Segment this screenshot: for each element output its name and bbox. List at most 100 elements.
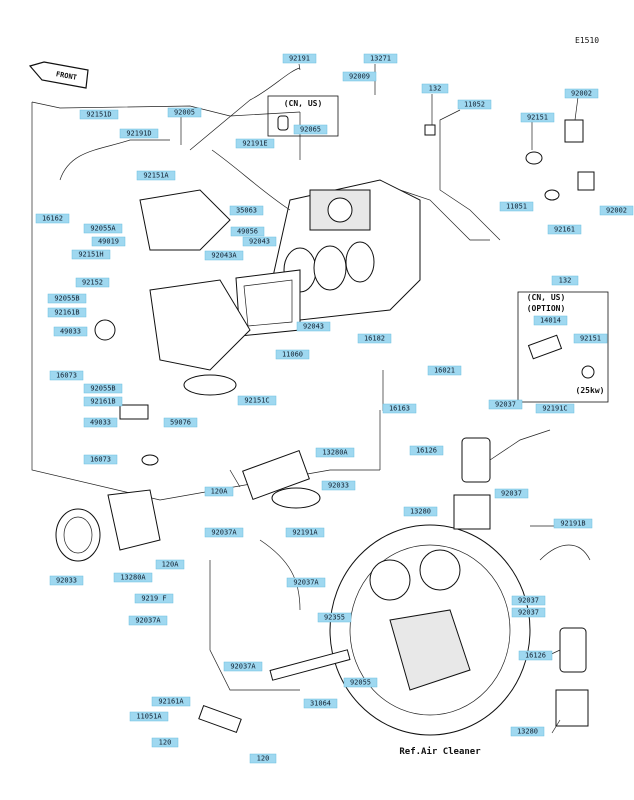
part-label-11052: 11052 [457, 99, 492, 110]
part-label-13280A_top: 13280A [315, 447, 355, 458]
part-label-text: 92055A [90, 225, 116, 233]
part-label-13280a: 13280 [403, 506, 438, 517]
part-label-92151b: 92151 [573, 333, 608, 344]
part-label-120b: 120 [249, 753, 277, 764]
part-label-text: 11052 [464, 101, 485, 109]
part-label-16073a: 16073 [49, 370, 84, 381]
part-label-text: 92037A [230, 663, 256, 671]
part-label-16021: 16021 [427, 365, 462, 376]
svg-text:(25kw): (25kw) [576, 386, 605, 395]
part-label-text: 9219 F [141, 595, 166, 603]
part-label-text: 16073 [56, 372, 77, 380]
part-label-92037a: 92037 [488, 399, 523, 410]
part-label-49019: 49019 [91, 236, 126, 247]
part-label-92151C: 92151C [237, 395, 277, 406]
part-label-text: 13280A [120, 574, 146, 582]
part-label-92151H: 92151H [71, 249, 111, 260]
part-label-text: 49033 [90, 419, 111, 427]
part-label-92191D: 92191D [119, 128, 159, 139]
part-label-13280b: 13280 [510, 726, 545, 737]
part-label-text: 92161 [554, 226, 575, 234]
svg-text:(OPTION): (OPTION) [527, 304, 566, 313]
part-label-92037d: 92037 [511, 607, 546, 618]
part-label-35063: 35063 [229, 205, 264, 216]
part-label-92037Ab: 92037A [128, 615, 168, 626]
cn-us-box: (CN, US) [267, 95, 339, 137]
part-label-92005: 92005 [167, 107, 202, 118]
part-label-text: 92037A [211, 529, 237, 537]
part-label-text: 92043A [211, 252, 237, 260]
ref-air-cleaner: Ref.Air Cleaner [399, 746, 481, 757]
part-label-92161: 92161 [547, 224, 582, 235]
part-label-text: 92009 [349, 73, 370, 81]
part-label-92355: 92355 [317, 612, 352, 623]
part-label-49056: 49056 [230, 226, 265, 237]
front-arrow-icon: FRONT [28, 61, 89, 89]
part-label-92002b: 92002 [599, 205, 634, 216]
part-label-92161Bb: 92161B [83, 396, 123, 407]
part-label-92002a: 92002 [564, 88, 599, 99]
diagram-code: E1510 [575, 36, 599, 45]
part-label-text: 92191 [289, 55, 310, 63]
part-label-text: 92055 [350, 679, 371, 687]
part-label-14014: 14014 [533, 315, 568, 326]
part-label-120Ab: 120A [155, 559, 185, 570]
part-label-text: 49056 [237, 228, 258, 236]
part-label-text: 16126 [416, 447, 437, 455]
part-label-text: 92002 [606, 207, 627, 215]
part-label-92055A: 92055A [83, 223, 123, 234]
part-label-92065: 92065 [293, 124, 328, 135]
part-label-text: 59076 [170, 419, 191, 427]
part-label-text: 92151 [580, 335, 601, 343]
part-label-92055: 92055 [343, 677, 378, 688]
part-label-text: 92037A [293, 579, 319, 587]
part-label-text: 49019 [98, 238, 119, 246]
part-label-92161B: 92161B [47, 307, 87, 318]
part-label-92191A: 92191A [285, 527, 325, 538]
part-label-132b: 132 [551, 275, 579, 286]
right-fasteners [424, 119, 595, 201]
part-label-text: 13280A [322, 449, 348, 457]
part-label-120a: 120 [151, 737, 179, 748]
part-label-92037Ac: 92037A [286, 577, 326, 588]
part-label-92191: 92191 [282, 53, 317, 64]
part-label-text: 92151A [143, 172, 169, 180]
part-label-text: 92191E [242, 140, 267, 148]
part-label-text: 92161B [54, 309, 79, 317]
hoses [59, 67, 501, 241]
part-label-text: 92151D [86, 111, 111, 119]
air-cleaner: Ref.Air Cleaner [329, 524, 531, 757]
part-label-text: 16162 [42, 215, 63, 223]
part-label-text: 11051 [506, 203, 527, 211]
part-label-text: 13280 [410, 508, 431, 516]
part-label-text: 92043 [249, 238, 270, 246]
part-label-text: 92037 [518, 597, 539, 605]
part-label-text: 92191C [542, 405, 567, 413]
part-label-92191B: 92191B [553, 518, 593, 529]
part-label-13271: 13271 [363, 53, 398, 64]
part-label-text: 14014 [540, 317, 561, 325]
part-label-text: 92191A [292, 529, 318, 537]
part-label-16163: 16163 [382, 403, 417, 414]
part-label-text: 16163 [389, 405, 410, 413]
cn-us-option-box: (CN, US) (OPTION) (25kw) [517, 291, 609, 403]
part-label-text: 92002 [571, 90, 592, 98]
part-label-text: 92037 [501, 490, 522, 498]
part-label-text: 92005 [174, 109, 195, 117]
part-label-92033b: 92033 [49, 575, 84, 586]
part-label-92037Ad: 92037A [223, 661, 263, 672]
part-label-text: 120 [159, 739, 172, 747]
part-label-92037Aa: 92037A [204, 527, 244, 538]
part-label-text: 92151C [244, 397, 269, 405]
part-label-11051A: 11051A [129, 711, 169, 722]
part-label-92055Bb: 92055B [83, 383, 123, 394]
part-label-49033b: 49033 [83, 417, 118, 428]
fuel-rail-assembly [94, 189, 251, 466]
breather-pipes [198, 539, 351, 734]
flanges [55, 450, 321, 562]
part-label-59076: 59076 [163, 417, 198, 428]
part-label-text: 13271 [370, 55, 391, 63]
part-label-16126a: 16126 [409, 445, 444, 456]
part-label-text: 16182 [364, 335, 385, 343]
part-label-text: 92037 [518, 609, 539, 617]
